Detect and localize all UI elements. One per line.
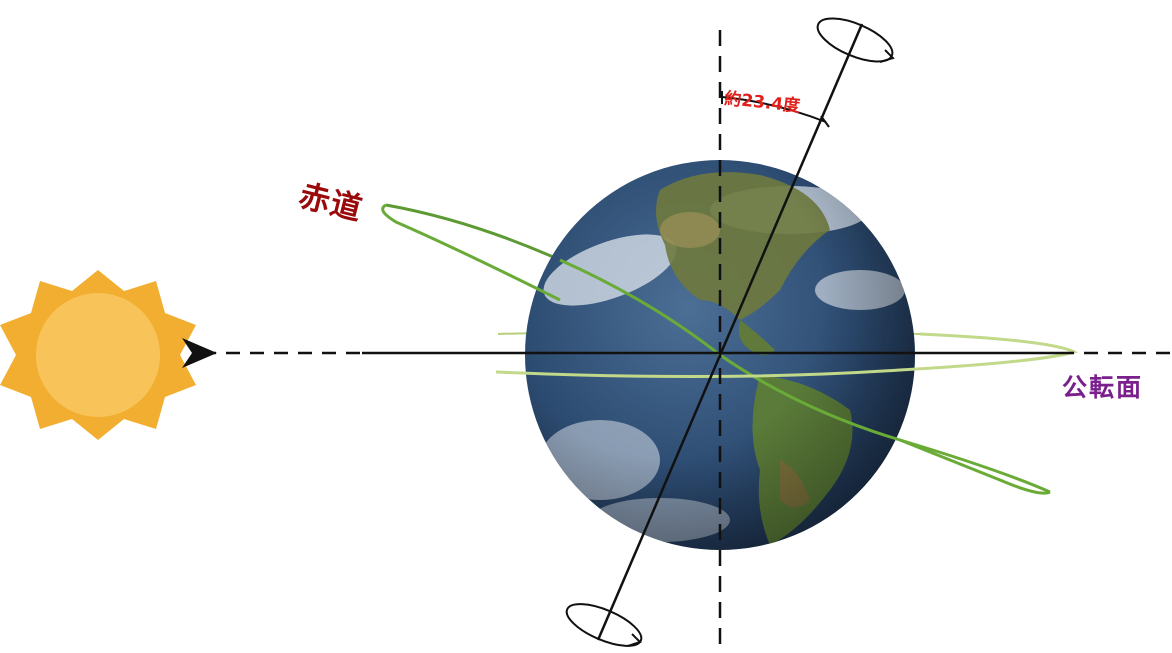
equator-ring-front <box>559 258 1051 494</box>
rotation-arrow-icon <box>565 603 643 647</box>
rotation-arrow-icon <box>816 17 895 63</box>
rotation-axis-line <box>596 23 864 641</box>
orbit-plane-label: 公転面 <box>1062 373 1144 402</box>
orbit-ring-front <box>495 332 1079 379</box>
tilt-arc-tick-right <box>820 115 830 128</box>
equator-ring-tip-right <box>899 438 1051 495</box>
equator-ring-back <box>385 203 561 262</box>
sun-body <box>36 293 160 417</box>
tilt-angle-arc <box>721 96 827 123</box>
equator-ring-tip-left <box>381 203 561 302</box>
sun-icon <box>0 270 196 440</box>
